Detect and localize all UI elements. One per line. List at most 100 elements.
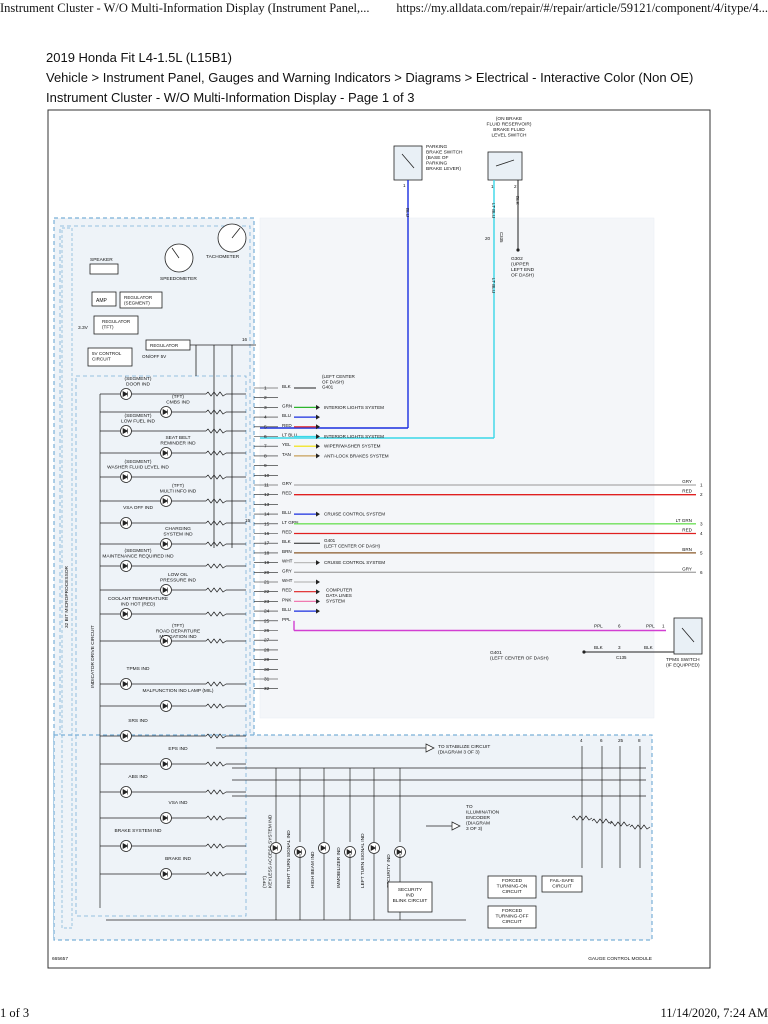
indicator-resistor [205,703,227,709]
junction-dot [516,248,520,252]
indicator-resistor [205,541,227,547]
led-symbol [162,814,169,822]
security-blink-block [387,881,433,913]
indicator-resistor [205,409,227,415]
right-wire-color: GRY [682,566,692,571]
harness-pin-number: 17 [264,541,270,547]
vertical-indicator-label: (TFT)KEYLESS ACCESS SYSTEM IND [262,814,274,888]
microprocessor-bar [61,227,73,929]
connector-c335: C335 [499,232,504,243]
harness-wire-color: PPL [282,617,291,622]
led-symbol [162,497,169,505]
abs-destination: ANTI-LOCK BRAKES SYSTEM [324,453,389,458]
harness-wire-color: BLU [282,607,291,612]
breadcrumb[interactable]: Vehicle > Instrument Panel, Gauges and W… [46,70,694,85]
right-wire-color: GRY [682,479,692,484]
stabilize-triangle [425,743,435,753]
wiper-destination: WIPER/WASHER SYSTEM [324,444,381,449]
arrow-symbol [316,434,320,439]
led-symbol [162,637,169,645]
harness-pin-number: 25 [264,618,270,624]
gauge-needle [231,227,241,239]
arrow-symbol [316,453,320,459]
amp-block [91,291,117,307]
pin-label: 16 [242,337,248,342]
indicator-label: BRAKE IND [165,856,191,862]
indicator-resistor [205,733,227,739]
harness-wire-color: BLU [282,413,291,418]
stabilize-label: TO STABILIZE CIRCUIT(DIAGRAM 3 OF 3) [438,744,490,756]
harness-pin-number: 22 [264,589,270,595]
harness-wire-color: GRY [282,568,292,573]
right-connector-pin: 4 [700,531,703,536]
wire-label-blk: BLK [644,645,654,650]
led-symbol [122,732,129,740]
failsafe-block [541,875,583,893]
harness-pin-number: 29 [264,657,270,663]
indicator-label: VSA IND [169,800,188,806]
indicator-resistor [205,789,227,795]
indicator-resistor [205,563,227,569]
led-symbol [162,702,169,710]
led-symbol [162,408,169,416]
right-wire-color: RED [682,528,692,533]
g401-left-label: G401(LEFT CENTER OF DASH) [490,650,549,662]
arrow-symbol [316,511,320,517]
led-symbol [346,848,353,856]
vertical-indicator-label: LEFT TURN SIGNAL IND [360,833,366,888]
module-resistor [571,815,593,821]
interior-lights-destination: INTERIOR LIGHTS SYSTEM [324,405,384,410]
arrow-symbol [316,608,320,614]
diagram-id: 665657 [52,956,68,962]
led-symbol [296,848,303,856]
harness-pin-number: 32 [264,686,270,692]
indicator-label: (SEGMENT)WASHER FLUID LEVEL IND [107,459,169,471]
harness-pin-number: 10 [264,473,270,479]
footer-page: 1 of 3 [0,1006,30,1020]
pin-label: 1 [491,184,494,189]
harness-pin-number: 24 [264,609,270,615]
wire-label-ltblu-2: LT BLU [491,278,496,293]
led-symbol [272,844,279,852]
harness-wire-color: LT GRN [282,520,298,525]
brake-fluid-switch [487,151,523,181]
harness-wire-color: WHT [282,559,293,564]
harness-pin-number: 8 [264,453,267,459]
led-symbol [122,390,129,398]
forced-on-block [487,875,537,899]
harness-wire-color: WHT [282,578,293,583]
indicator-resistor [205,871,227,877]
module-resistor [591,818,613,824]
harness-wire-color: YEL [282,442,291,447]
tpms-switch [673,617,703,655]
indicator-resistor [205,611,227,617]
led-symbol [162,449,169,457]
harness-wire-color: RED [282,588,292,593]
speedometer-label: SPEEDOMETER [160,276,197,282]
right-wire-color: LT GRN [676,518,692,523]
page-url[interactable]: https://my.alldata.com/repair/#/repair/a… [396,1,768,15]
vertical-indicator-label: RIGHT TURN SIGNAL IND [286,830,292,888]
harness-pin-number: 20 [264,570,270,576]
regulator-label: REGULATOR [150,343,179,348]
regulator-tft-block [93,315,139,335]
wire-label-ppl: PPL [594,624,603,629]
indicator-resistor [205,843,227,849]
harness-wire-color: BLU [282,510,291,515]
harness-pin-number: 1 [264,386,267,392]
harness-pin-number: 4 [264,415,267,421]
control-5v-block [87,347,133,367]
harness-wire-color: GRN [282,403,292,408]
led-symbol [122,842,129,850]
led-symbol [320,844,327,852]
pin-label: 2 [514,184,517,189]
print-footer: 1 of 3 11/14/2020, 7:24 AM [0,1006,768,1024]
